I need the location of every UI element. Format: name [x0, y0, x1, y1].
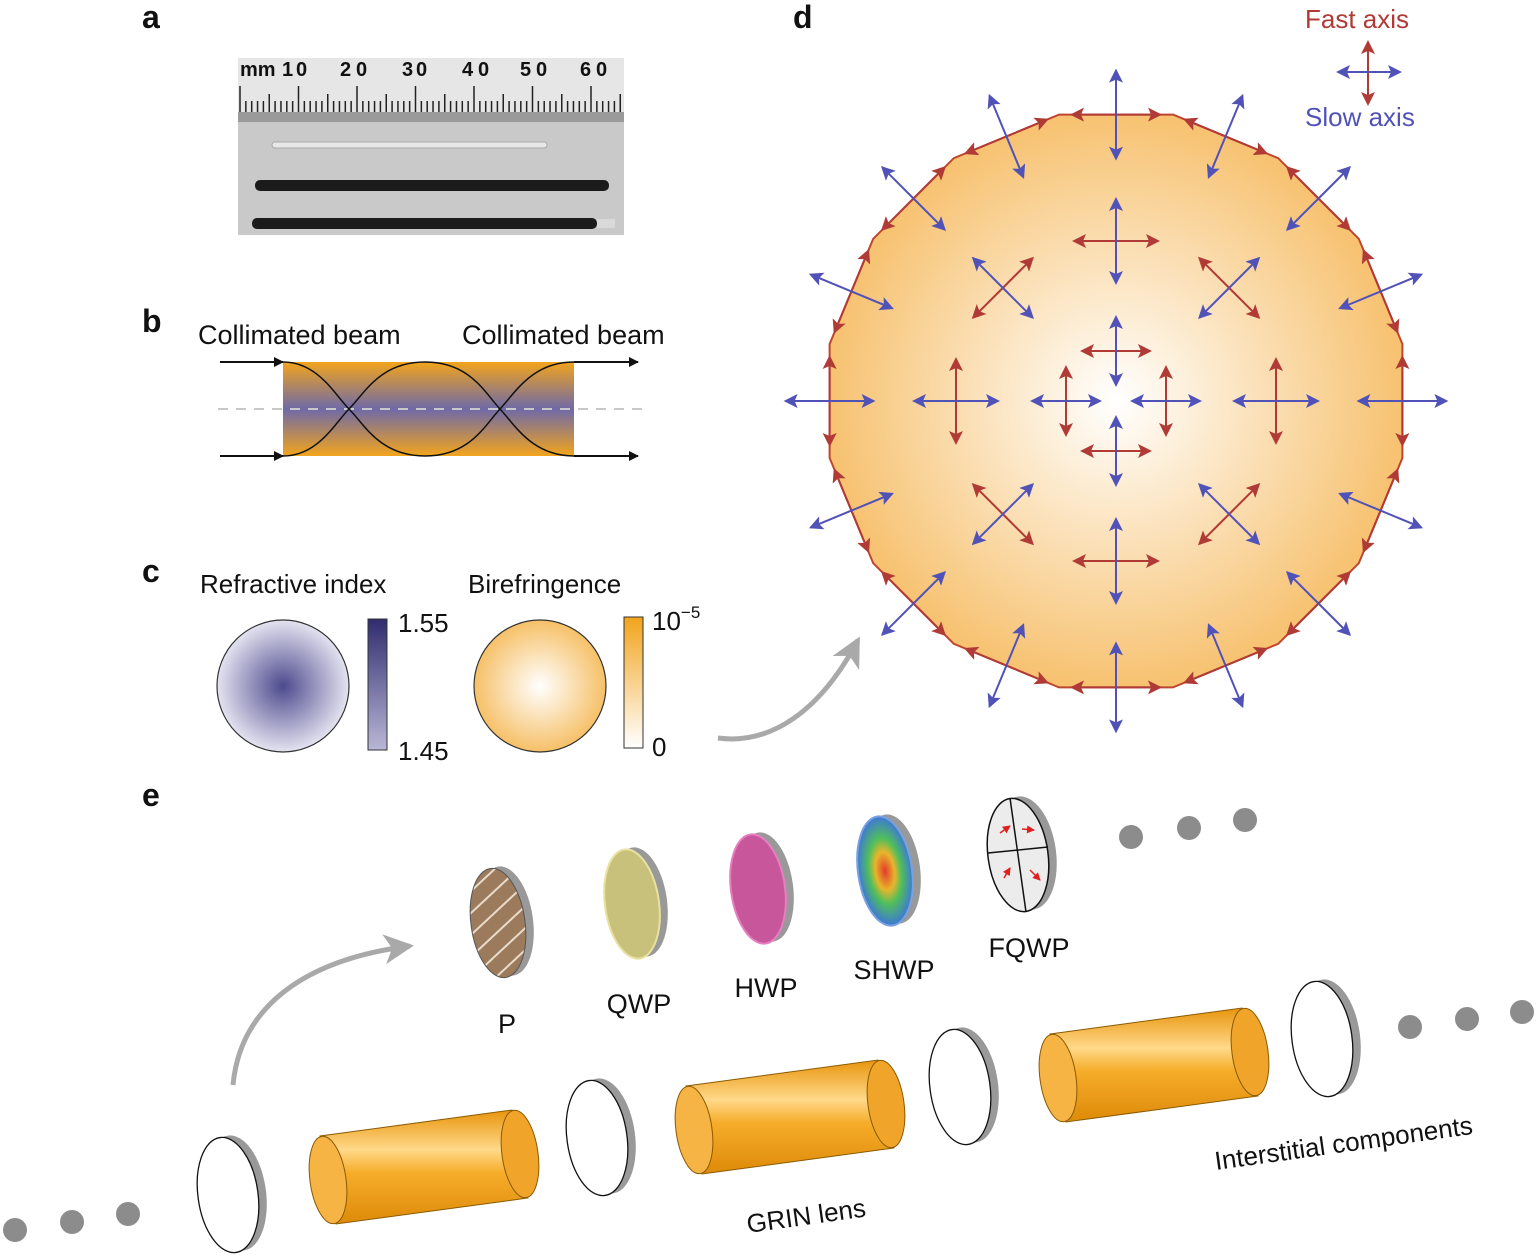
axis-cross: [1030, 365, 1102, 437]
panel-letter-e: e: [142, 777, 160, 813]
axis-cross: [1072, 517, 1160, 605]
ruler-number: 0: [296, 59, 307, 81]
axis-cross: [1072, 197, 1160, 285]
axis-cross: [880, 570, 947, 637]
refractive-index-min: 1.45: [398, 736, 449, 766]
birefringence-title: Birefringence: [468, 569, 621, 599]
continuation-dots-top: [1119, 808, 1257, 849]
axis-cross: [1198, 256, 1261, 319]
axis-cross: [971, 483, 1034, 546]
component-label-shwp: SHWP: [854, 955, 935, 985]
component-label-qwp: QWP: [607, 989, 672, 1019]
ruler-number: 4: [462, 59, 474, 81]
axis-cross: [912, 357, 1000, 445]
axis-cross: [1070, 68, 1162, 161]
ruler-number: 0: [596, 59, 607, 81]
interstitial-disk-1: [196, 1135, 267, 1254]
axis-cross: [1183, 623, 1269, 709]
axis-cross: [963, 93, 1049, 179]
axis-cross: [1080, 315, 1152, 387]
grin-lens-label: GRIN lens: [745, 1193, 868, 1239]
ruler-number: 3: [402, 59, 413, 81]
component-label-p: P: [498, 1009, 516, 1039]
collimated-beam-right-label: Collimated beam: [462, 320, 665, 350]
birefringence-max-exponent: −5: [681, 603, 700, 622]
axis-cross: [880, 165, 947, 232]
grin-lens-cylinder-3: [1038, 1007, 1270, 1123]
axis-cross: [1285, 165, 1352, 232]
axis-cross: [1183, 93, 1269, 179]
ruler-number: 0: [416, 59, 427, 81]
birefringence-min: 0: [652, 732, 666, 762]
ruler-unit-label: mm: [240, 59, 276, 81]
fqwp-component: [986, 796, 1057, 913]
panel-letter-d: d: [793, 0, 813, 35]
refractive-index-max: 1.55: [398, 608, 449, 638]
legend-slow-axis: Slow axis: [1305, 102, 1415, 132]
continuation-dots-right: [1398, 1000, 1534, 1039]
refractive-index-map: [216, 619, 350, 753]
interstitial-components-label: Interstitial components: [1213, 1110, 1475, 1176]
c-to-d-arrow: [717, 636, 861, 742]
grin-lens-cylinder-2: [674, 1059, 906, 1175]
axis-cross: [1285, 570, 1352, 637]
ruler-number: 5: [520, 59, 531, 81]
birefringence-max: 10−5: [652, 603, 700, 636]
birefringence-map: [473, 619, 607, 753]
axis-cross: [1070, 641, 1162, 734]
refractive-index-colorbar: [367, 618, 388, 751]
qwp-component: [603, 847, 668, 960]
birefringence-max-base: 10: [652, 606, 681, 636]
grin-rod-side-view: [218, 357, 648, 461]
hwp-component: [729, 832, 794, 945]
ruler-number: 2: [340, 59, 351, 81]
continuation-dots-left: [3, 1202, 140, 1242]
axis-cross: [1130, 365, 1202, 437]
component-label-fqwp: FQWP: [989, 933, 1070, 963]
ruler-number: 1: [282, 59, 293, 81]
axis-cross: [808, 468, 894, 554]
grin-lens-cylinder-1: [308, 1109, 540, 1225]
birefringence-colorbar: [623, 616, 644, 749]
component-label-hwp: HWP: [735, 973, 798, 1003]
legend-axis-cross-icon: [1336, 40, 1402, 106]
axis-cross: [1356, 355, 1449, 447]
axis-cross: [1198, 483, 1261, 546]
collimated-beam-left-label: Collimated beam: [198, 320, 401, 350]
axis-arrow-field: [783, 68, 1449, 734]
axis-cross: [783, 355, 876, 447]
ruler-number: 6: [580, 59, 591, 81]
ruler-number: 0: [478, 59, 489, 81]
axis-cross: [1232, 357, 1320, 445]
axis-cross: [1338, 248, 1424, 334]
ruler-number: 0: [536, 59, 547, 81]
legend-fast-axis: Fast axis: [1305, 4, 1409, 34]
ruler-number: 0: [356, 59, 367, 81]
components-arrow: [230, 934, 414, 1086]
panel-letter-a: a: [142, 0, 160, 35]
axis-cross: [1338, 468, 1424, 554]
interstitial-disk-3: [928, 1027, 999, 1146]
interstitial-disk-4: [1290, 979, 1361, 1098]
interstitial-disk-2: [565, 1078, 636, 1197]
panel-letter-c: c: [142, 553, 160, 589]
axis-cross: [971, 256, 1034, 319]
refractive-index-title: Refractive index: [200, 569, 386, 599]
axis-cross: [963, 623, 1049, 709]
panel-letter-b: b: [142, 303, 162, 339]
polarizer-component: [469, 866, 534, 979]
axis-cross: [1080, 415, 1152, 487]
shwp-component: [856, 814, 921, 927]
axis-cross: [808, 248, 894, 334]
